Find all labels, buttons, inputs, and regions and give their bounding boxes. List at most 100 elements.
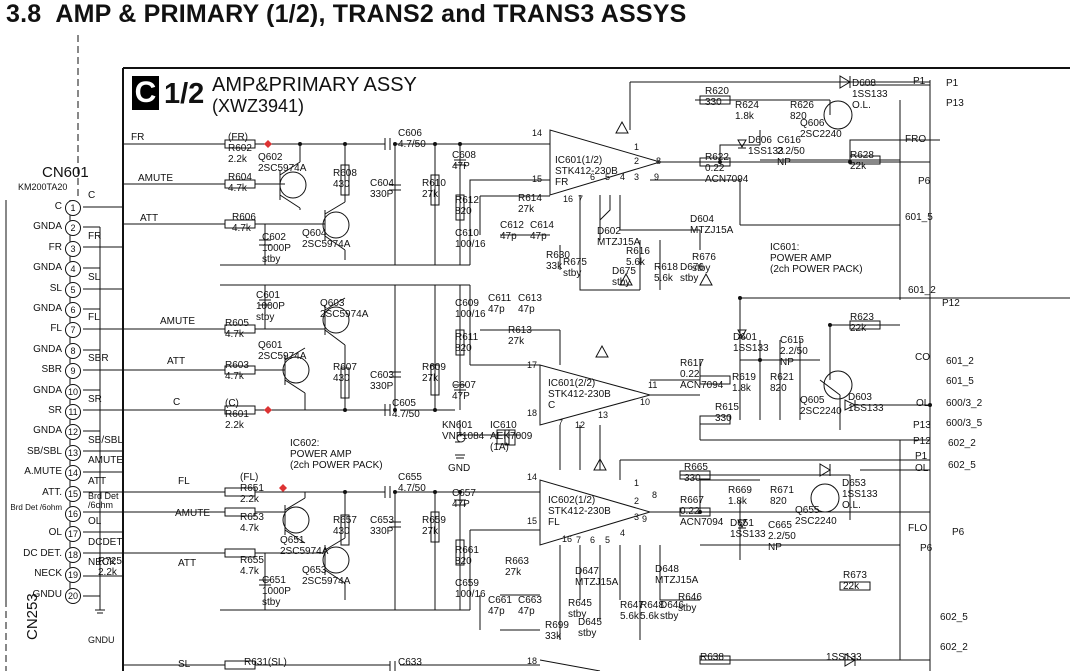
- component-r631: R631(SL): [244, 657, 287, 668]
- component-ref: C663: [518, 595, 542, 606]
- component-ref: KN601: [442, 420, 473, 431]
- net-label-p12: P12: [942, 298, 960, 309]
- component-val: 27k: [422, 189, 439, 200]
- connector-pin-name: SBR: [41, 364, 62, 376]
- net-label-p1-b: P1: [915, 451, 928, 462]
- component-ref: R676: [692, 252, 716, 263]
- component-ref: R648: [640, 600, 664, 611]
- component-val: 1SS133: [733, 343, 769, 354]
- ic-pin-number: 10: [640, 397, 651, 407]
- connector-pin-name: C: [54, 201, 62, 212]
- net-label-amute: AMUTE: [138, 173, 173, 184]
- component-ref: Q601: [258, 340, 283, 351]
- component-val: POWER AMP: [770, 253, 832, 264]
- component-ref: R604: [228, 172, 252, 183]
- component-tag: (FR): [228, 132, 248, 143]
- component-val: 330P: [370, 381, 394, 392]
- component-val: 2SC5974A: [302, 239, 351, 250]
- connector-model: KM200TA20: [18, 182, 68, 192]
- component-val: 430: [333, 373, 350, 384]
- component-ref: R617: [680, 358, 704, 369]
- ic-pin-number: 4: [620, 528, 626, 538]
- ic-pin-number: 15: [532, 174, 543, 184]
- ic-pin-number: 16: [562, 534, 573, 544]
- component-val: STK412-230B: [548, 506, 611, 517]
- assembly-fraction: 1/2: [164, 78, 205, 110]
- connector-pin-number: 7: [65, 322, 81, 339]
- component-ref: R602: [228, 143, 252, 154]
- component-ref: R667: [680, 495, 704, 506]
- component-ref: R622: [705, 152, 729, 163]
- connector-pin-net: Brd Det /6ohm: [88, 491, 119, 510]
- connector-pin-name: SB/SBL: [26, 445, 62, 457]
- component-val: 820: [770, 383, 787, 394]
- component-val: 4.7k: [225, 329, 244, 340]
- component-extra: stby: [262, 254, 281, 265]
- ic-pin-number: 3: [634, 512, 640, 522]
- connector-pin-name: FR: [48, 241, 62, 253]
- component-val: 820: [455, 343, 472, 354]
- component-tag: (FL): [240, 472, 259, 483]
- net-label-602-2-b: 602_2: [940, 642, 968, 653]
- component-val: 1SS133: [730, 529, 766, 540]
- component-val: 1000P: [262, 243, 291, 254]
- net-label-ol-b: OL: [915, 463, 929, 474]
- component-ref: R699: [545, 620, 569, 631]
- component-val: 1SS133: [852, 89, 888, 100]
- net-label-601-5: 601_5: [905, 212, 933, 223]
- net-label-co: CO: [915, 352, 930, 363]
- connector-pin-number: 9: [65, 363, 81, 380]
- component-ref: C651: [262, 575, 286, 586]
- section-number: 3.8: [6, 0, 42, 28]
- component-ref: R673: [843, 570, 867, 581]
- component-val: stby: [660, 611, 679, 622]
- component-r638: R638: [700, 652, 724, 663]
- component-val: 330P: [370, 189, 394, 200]
- component-extra: NP: [780, 357, 794, 368]
- component-val: 2.2k: [225, 420, 244, 431]
- connector-pin-number: 1: [65, 200, 81, 216]
- component-val: stby: [612, 277, 631, 288]
- component-val: 22k: [850, 323, 867, 334]
- component-val: MTZJ15A: [655, 575, 699, 586]
- component-ref: R669: [728, 485, 752, 496]
- component-ref: R606: [232, 212, 256, 223]
- net-label-gnd: GND: [448, 463, 471, 474]
- ic-pin-number: 9: [642, 514, 648, 524]
- component-extra: O.L.: [842, 500, 861, 511]
- component-ref: C659: [455, 578, 479, 589]
- component-ref: D602: [597, 226, 621, 237]
- component-val: STK412-230B: [555, 166, 618, 177]
- component-val: MTZJ15A: [597, 237, 641, 248]
- component-val: 47P: [452, 499, 470, 510]
- component-ref: D653: [842, 478, 866, 489]
- ic-pin-number: 7: [558, 418, 564, 428]
- component-val: 4.7k: [232, 223, 251, 234]
- component-val: 4.7k: [228, 183, 247, 194]
- ic-pin-number: 11: [648, 380, 658, 390]
- component-val: 430: [333, 526, 350, 537]
- component-ref: C657: [452, 488, 476, 499]
- net-label-sl: SL: [178, 659, 191, 670]
- net-label-p13: P13: [913, 420, 931, 431]
- connector-pin-number: 14: [65, 465, 81, 482]
- component-ref: R675: [563, 257, 587, 268]
